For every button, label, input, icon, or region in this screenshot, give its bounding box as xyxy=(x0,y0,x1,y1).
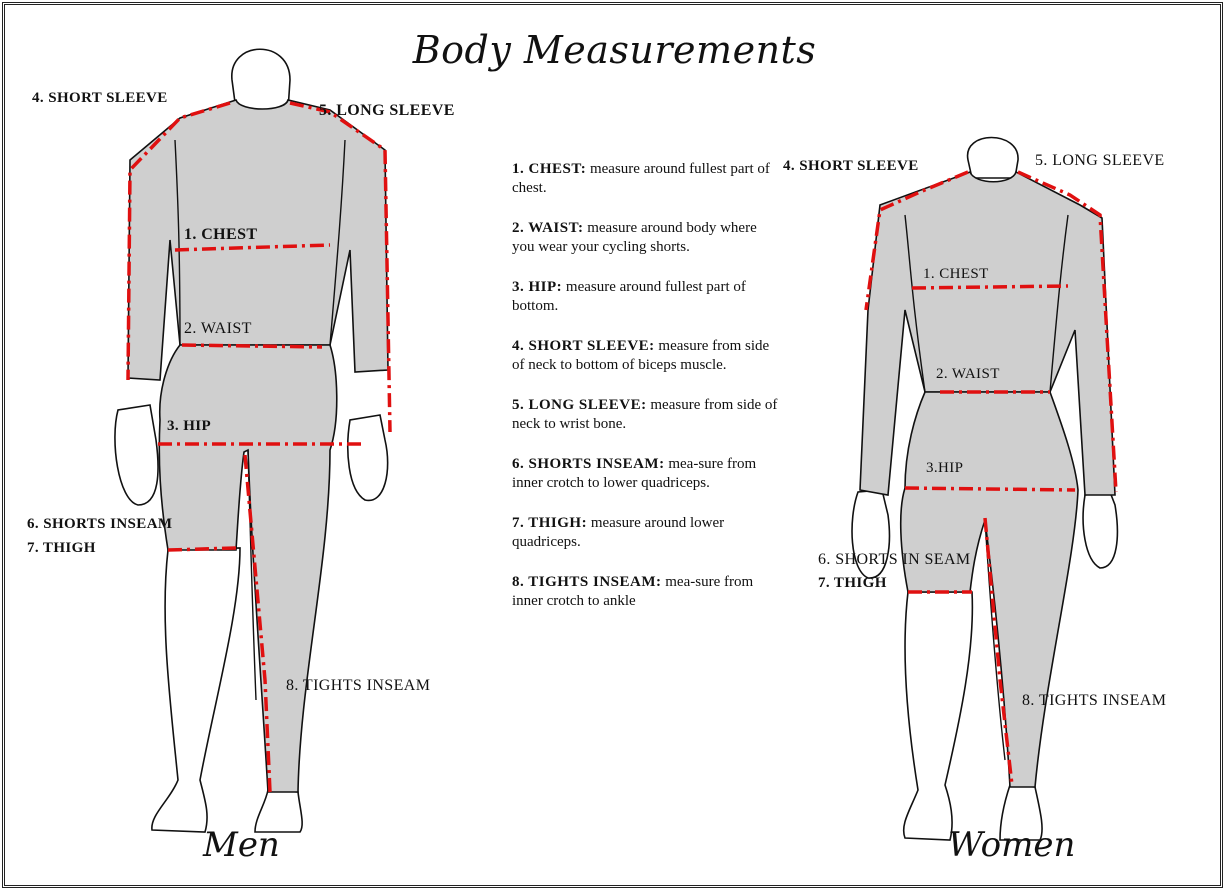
women-long-sleeve-label: 5. LONG SLEEVE xyxy=(1035,152,1165,170)
instruction-short-sleeve: 4. SHORT SLEEVE: measure from side of ne… xyxy=(512,337,782,375)
measurement-instructions: 1. CHEST: measure around fullest part of… xyxy=(512,160,782,632)
women-figure xyxy=(852,138,1117,841)
instruction-chest: 1. CHEST: measure around fullest part of… xyxy=(512,160,782,198)
men-long-sleeve-label: 5. LONG SLEEVE xyxy=(319,102,455,120)
women-thigh-label: 7. THIGH xyxy=(818,575,887,592)
women-tights-inseam-label: 8. TIGHTS INSEAM xyxy=(1022,692,1166,710)
men-thigh-label: 7. THIGH xyxy=(27,540,96,557)
men-tights-inseam-label: 8. TIGHTS INSEAM xyxy=(286,677,430,695)
women-hip-label: 3.HIP xyxy=(926,460,963,477)
men-short-sleeve-label: 4. SHORT SLEEVE xyxy=(32,90,168,107)
men-hip-label: 3. HIP xyxy=(167,418,211,435)
women-chest-label: 1. CHEST xyxy=(923,266,989,283)
men-waist-label: 2. WAIST xyxy=(184,320,252,338)
instruction-waist: 2. WAIST: measure around body where you … xyxy=(512,219,782,257)
instruction-thigh: 7. THIGH: measure around lower quadricep… xyxy=(512,514,782,552)
instruction-shorts-inseam: 6. SHORTS INSEAM: mea-sure from inner cr… xyxy=(512,455,782,493)
men-shorts-inseam-label: 6. SHORTS INSEAM xyxy=(27,516,173,533)
instruction-hip: 3. HIP: measure around fullest part of b… xyxy=(512,278,782,316)
instruction-tights-inseam: 8. TIGHTS INSEAM: mea-sure from inner cr… xyxy=(512,573,782,611)
women-short-sleeve-label: 4. SHORT SLEEVE xyxy=(783,158,919,175)
women-waist-label: 2. WAIST xyxy=(936,366,1000,383)
men-caption: Men xyxy=(203,825,280,865)
women-shorts-inseam-label: 6. SHORTS IN SEAM xyxy=(818,551,971,569)
men-figure xyxy=(115,49,390,832)
women-caption: Women xyxy=(948,825,1075,865)
men-chest-label: 1. CHEST xyxy=(184,226,257,244)
instruction-long-sleeve: 5. LONG SLEEVE: measure from side of nec… xyxy=(512,396,782,434)
